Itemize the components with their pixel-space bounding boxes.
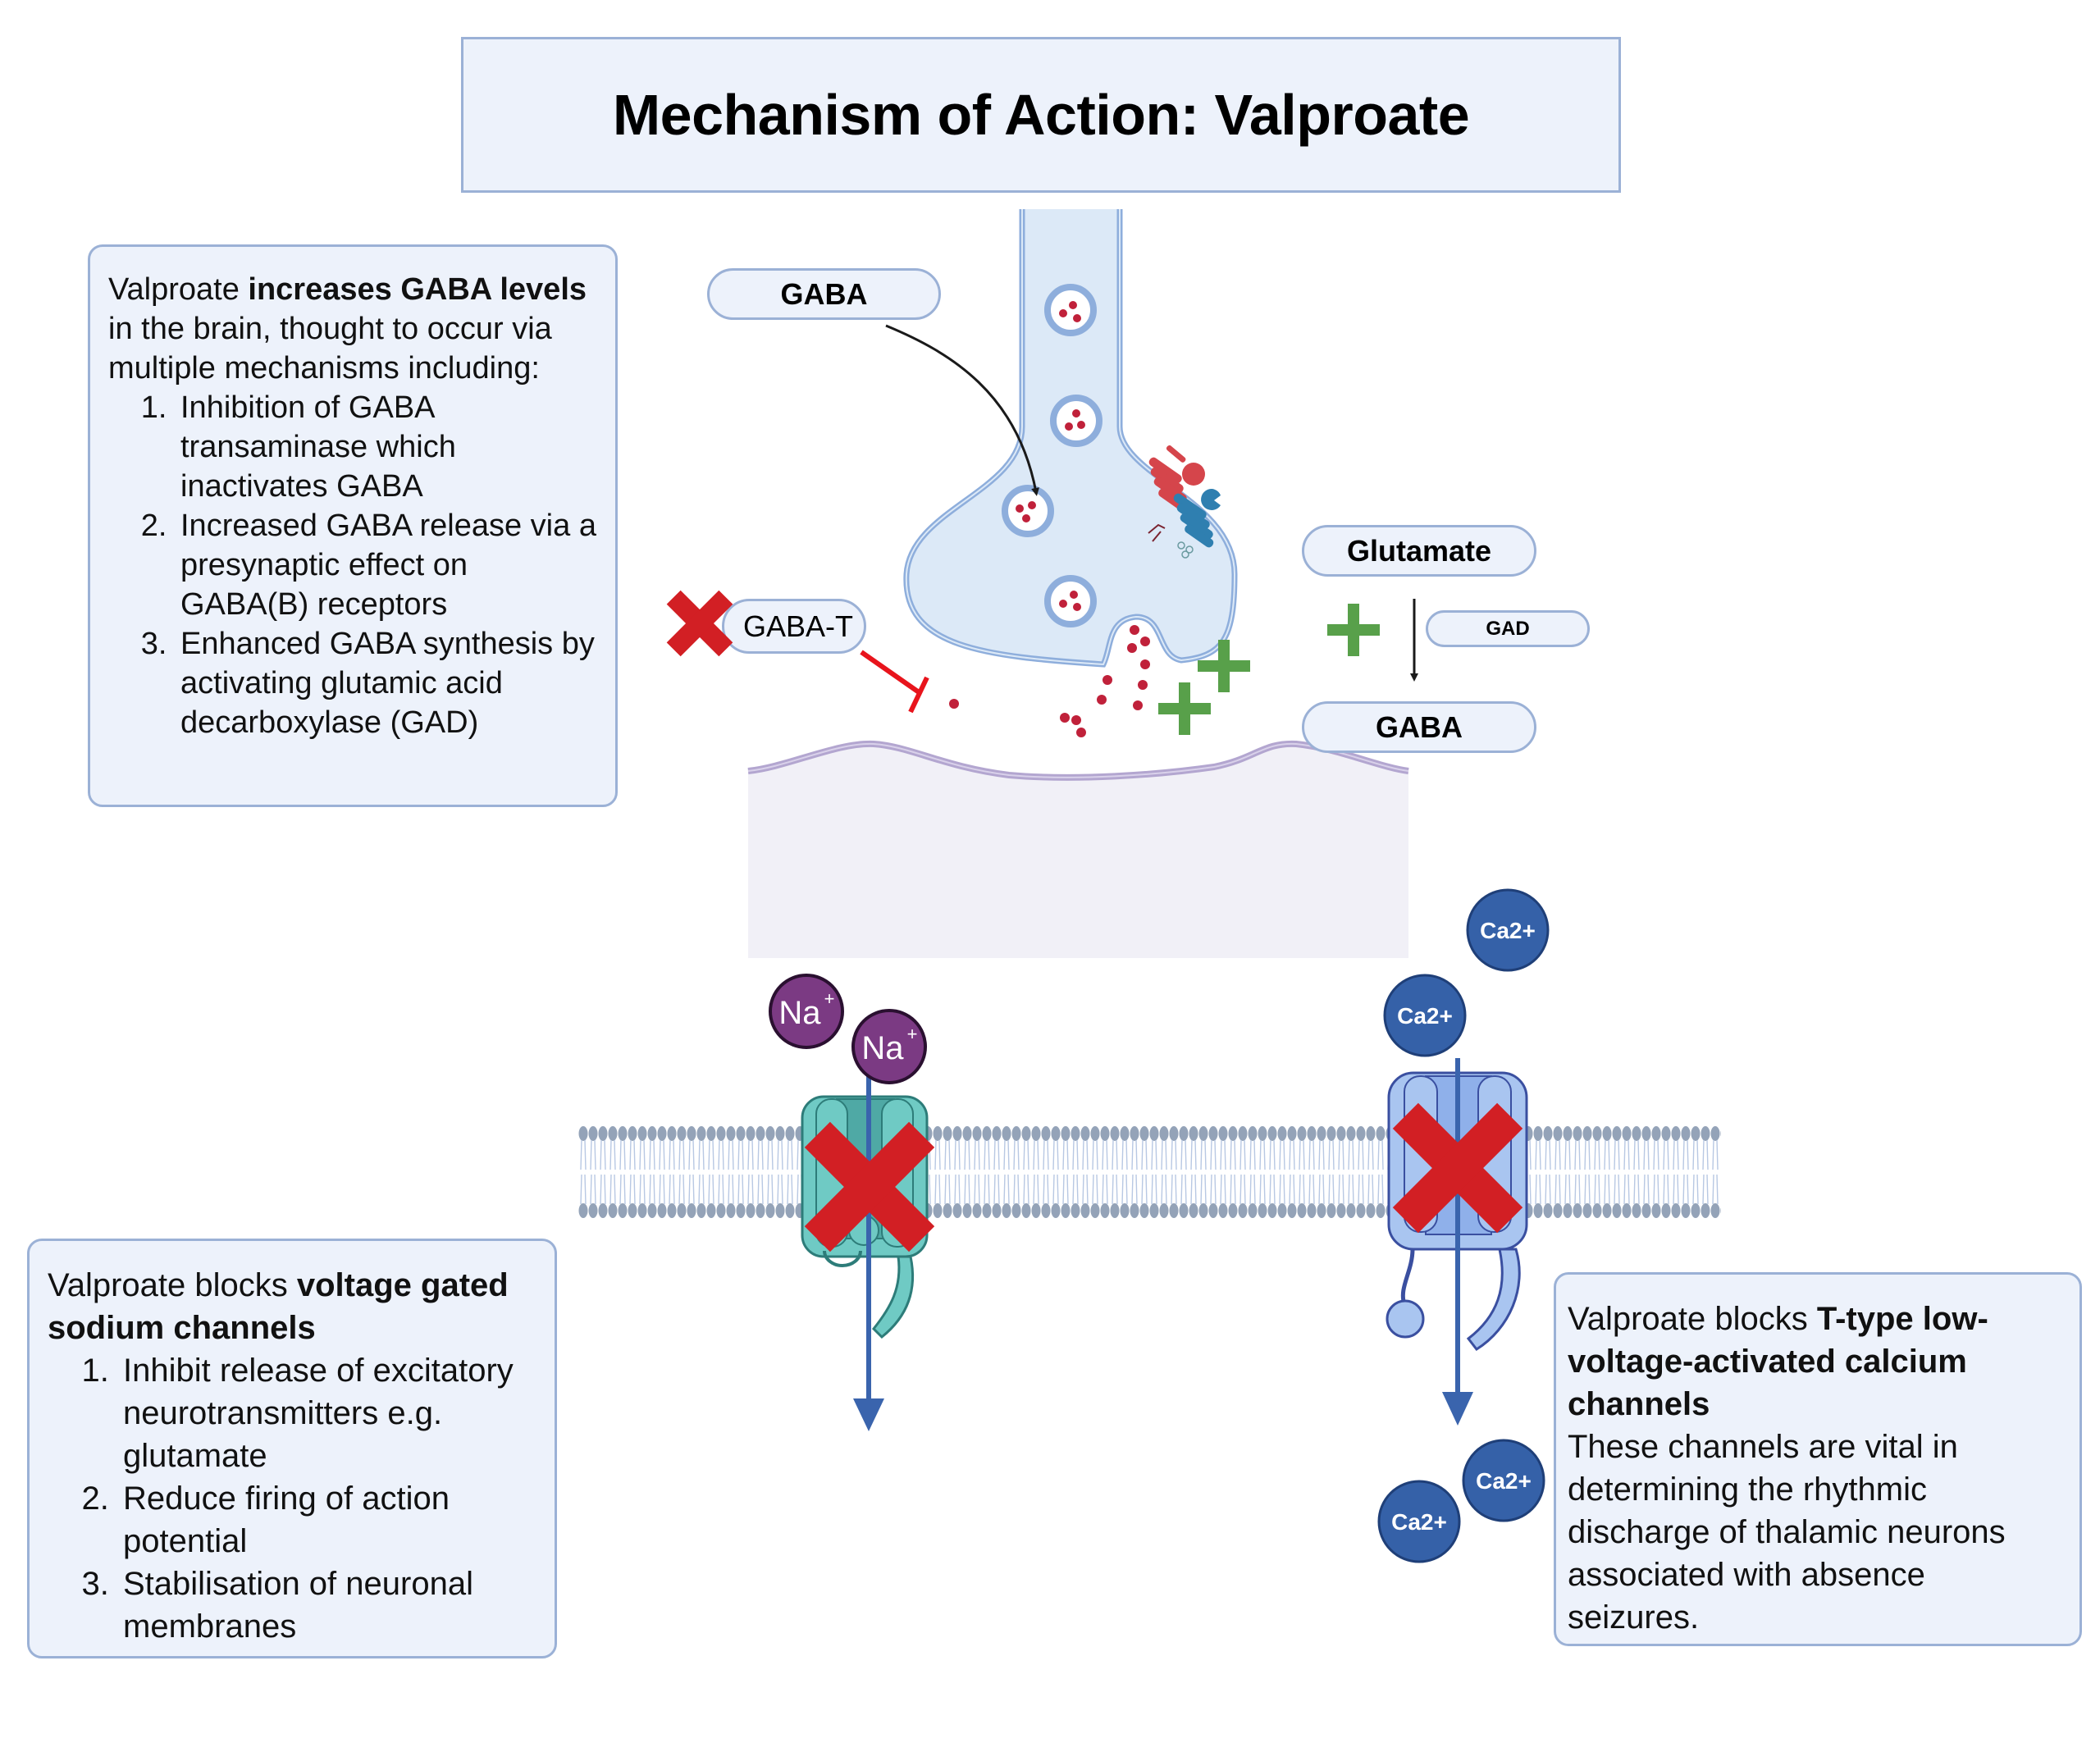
- inhibition-bar-icon: [860, 650, 929, 714]
- released-gaba: [949, 625, 1150, 737]
- gaba-t-label: GABA-T: [722, 599, 866, 654]
- sodium-channel-note: Valproate blocks voltage gated sodium ch…: [27, 1239, 557, 1658]
- list-item: Increased GABA release via a presynaptic…: [176, 506, 599, 624]
- enhance-plus-icon: [1198, 640, 1250, 692]
- gad-label: GAD: [1426, 610, 1590, 647]
- calcium-ion: Ca2+: [1383, 974, 1467, 1057]
- note-body: These channels are vital in determining …: [1568, 1429, 2006, 1636]
- intro-text: in the brain, thought to occur via multi…: [108, 312, 552, 386]
- intro-text: Valproate: [108, 272, 249, 307]
- block-x-icon: [1392, 1102, 1523, 1234]
- ion-charge: +: [824, 988, 835, 1009]
- list-item: Inhibit release of excitatory neurotrans…: [118, 1349, 538, 1477]
- list-item: Inhibition of GABA transaminase which in…: [176, 388, 599, 506]
- cell-membrane: [578, 1124, 1721, 1220]
- calcium-ion: Ca2+: [1466, 888, 1550, 972]
- vesicle: [1044, 575, 1097, 627]
- glutamate-label-text: Glutamate: [1346, 533, 1492, 568]
- mechanism-list: Inhibition of GABA transaminase which in…: [108, 388, 599, 742]
- page-title: Mechanism of Action: Valproate: [612, 83, 1470, 147]
- mechanism-list: Inhibit release of excitatory neurotrans…: [48, 1349, 538, 1648]
- gaba-label-right-text: GABA: [1376, 709, 1463, 744]
- glutamate-label: Glutamate: [1302, 525, 1536, 577]
- sodium-ion: Na +: [851, 1009, 927, 1084]
- list-item: Reduce firing of action potential: [118, 1477, 538, 1563]
- gad-label-text: GAD: [1486, 617, 1530, 640]
- postsynaptic-neuron: [747, 740, 1409, 958]
- vesicle: [1044, 284, 1097, 336]
- enhance-plus-icon: [1327, 604, 1380, 656]
- gaba-t-label-text: GABA-T: [742, 609, 853, 643]
- calcium-channel-note: Valproate blocks T-type low-voltage-acti…: [1554, 1272, 2082, 1646]
- gaba-uptake-arrow: [885, 324, 1039, 496]
- block-x-icon: [666, 590, 733, 657]
- block-x-icon: [804, 1121, 935, 1252]
- gaba-b-receptor-icon: [1148, 445, 1221, 559]
- title-box: Mechanism of Action: Valproate: [461, 37, 1621, 193]
- calcium-flow-arrowhead: [1442, 1392, 1473, 1426]
- ion-label: Ca2+: [1391, 1509, 1447, 1535]
- note-intro: Valproate increases GABA levels in the b…: [108, 270, 599, 388]
- note-intro: Valproate blocks voltage gated sodium ch…: [48, 1264, 538, 1349]
- enhance-plus-icon: [1158, 682, 1211, 735]
- vesicle: [1002, 485, 1054, 537]
- note-intro: Valproate blocks T-type low-voltage-acti…: [1568, 1298, 2063, 1426]
- ion-label: Ca2+: [1397, 1003, 1453, 1029]
- ion-label: Ca2+: [1476, 1468, 1532, 1494]
- gaba-label-right: GABA: [1302, 701, 1536, 753]
- list-item: Enhanced GABA synthesis by activating gl…: [176, 624, 599, 742]
- gaba-mechanism-note: Valproate increases GABA levels in the b…: [88, 244, 618, 807]
- gaba-label-text: GABA: [780, 276, 868, 311]
- ion-label: Ca2+: [1480, 918, 1536, 943]
- vesicle: [1050, 395, 1102, 447]
- calcium-ion: Ca2+: [1462, 1439, 1545, 1522]
- gaba-label-top: GABA: [707, 268, 941, 320]
- intro-text: Valproate blocks: [48, 1267, 297, 1303]
- sodium-flow-arrowhead: [853, 1398, 884, 1431]
- ion-charge: +: [907, 1024, 918, 1044]
- calcium-ion: Ca2+: [1377, 1480, 1461, 1563]
- intro-bold-text: T-type low-voltage-activated calcium cha…: [1568, 1301, 1988, 1422]
- intro-bold-text: increases GABA levels: [248, 272, 587, 307]
- sodium-ion: Na +: [769, 974, 844, 1049]
- ion-label: Na: [778, 995, 821, 1031]
- list-item: Stabilisation of neuronal membranes: [118, 1563, 538, 1648]
- intro-bold-text: voltage gated sodium channels: [48, 1267, 509, 1346]
- ion-label: Na: [861, 1030, 904, 1066]
- intro-text: Valproate blocks: [1568, 1301, 1817, 1337]
